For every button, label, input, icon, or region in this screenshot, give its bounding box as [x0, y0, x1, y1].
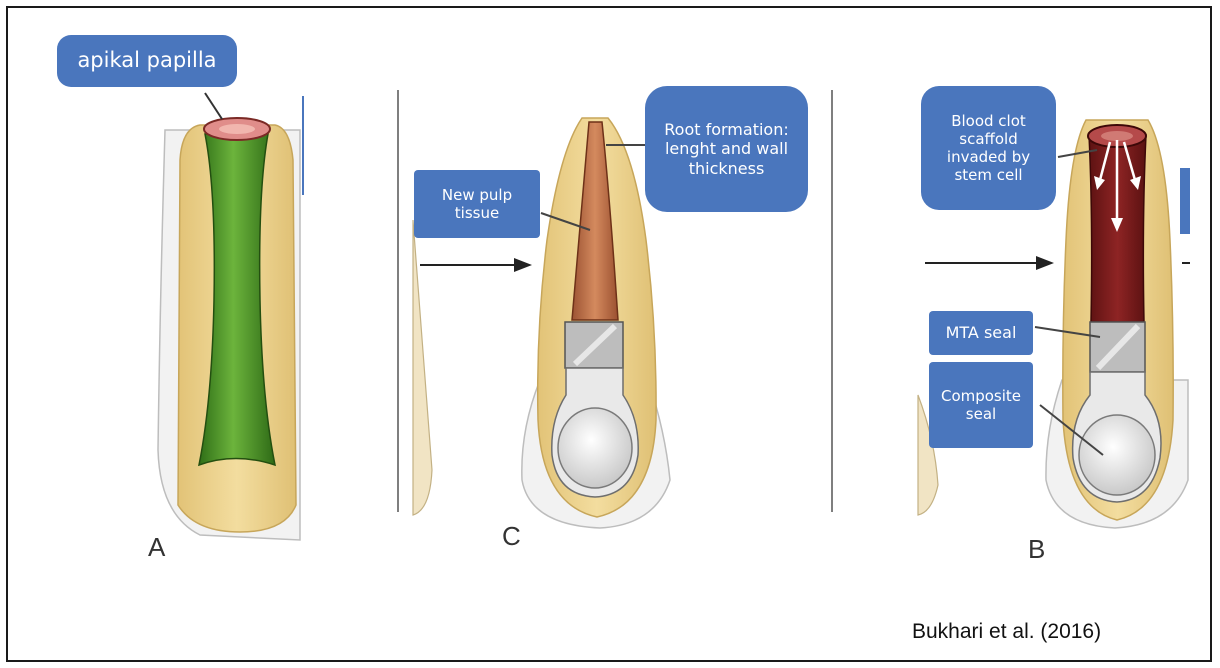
panel-letter-c: C — [502, 521, 521, 552]
label-mta-seal-text: MTA seal — [946, 323, 1017, 342]
panel-letter-a: A — [148, 532, 165, 563]
label-blood-clot-text: Blood clot scaffold invaded by stem cell — [931, 112, 1046, 184]
panel-a-illustration — [158, 93, 303, 540]
label-new-pulp-tissue-text: New pulp tissue — [426, 186, 528, 222]
panel-a-pointer — [205, 93, 222, 119]
label-blood-clot: Blood clot scaffold invaded by stem cell — [921, 86, 1056, 210]
panel-b-crown — [1079, 415, 1155, 495]
label-root-formation-text: Root formation: lenght and wall thicknes… — [659, 120, 794, 178]
panel-c-crown — [558, 408, 632, 488]
panel-c-arrow-head — [514, 258, 532, 272]
label-root-formation: Root formation: lenght and wall thicknes… — [645, 86, 808, 212]
label-composite-seal: Composite seal — [929, 362, 1033, 448]
panel-b-right-tab — [1180, 168, 1190, 234]
label-new-pulp-tissue: New pulp tissue — [414, 170, 540, 238]
panel-letter-b: B — [1028, 534, 1045, 565]
label-composite-seal-text: Composite seal — [935, 387, 1027, 423]
panel-b-arrow-head — [1036, 256, 1054, 270]
label-apical-papilla-text: apikal papilla — [77, 48, 216, 73]
citation: Bukhari et al. (2016) — [912, 620, 1101, 644]
label-apical-papilla: apikal papilla — [57, 35, 237, 87]
label-mta-seal: MTA seal — [929, 311, 1033, 355]
